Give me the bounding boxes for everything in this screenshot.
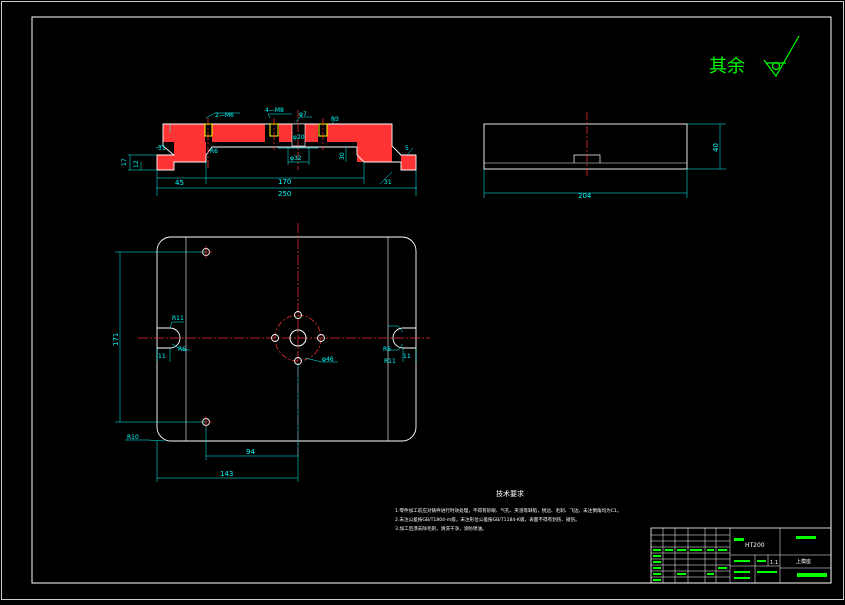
dim-11-right: 11	[403, 353, 411, 360]
dim-phi46: φ46	[322, 356, 334, 363]
dim-r11-left: R11	[172, 315, 184, 322]
dim-r10: R10	[127, 434, 139, 441]
dim-31-right: 31	[384, 179, 392, 186]
tech-line-3: 3.加工后须去除毛刺，清洗干净，涂防锈油。	[395, 525, 487, 532]
tech-line-2: 2.未注公差按GB/T1804-m级，未注形位公差按GB/T1184-K级，表面…	[395, 516, 580, 523]
dim-45: 45	[175, 179, 184, 187]
dim-r5: 5	[405, 145, 409, 152]
title-block: HT200 1:1 上模座	[650, 527, 832, 584]
dim-171: 171	[112, 333, 120, 346]
u-slot-right	[392, 327, 416, 349]
dim-250: 250	[278, 190, 291, 198]
technical-requirements: 技术要求 1.零件加工前应对铸件进行时效处理，不得有砂眼、气孔、夹渣等缺陷，锐边…	[395, 489, 621, 532]
side-outline	[483, 123, 688, 170]
dim-30: 30	[339, 152, 346, 160]
material-text: HT200	[745, 542, 765, 549]
front-outline	[156, 123, 417, 171]
dim-phi32: φ32	[290, 155, 302, 162]
bolt-hole-right	[317, 334, 325, 342]
dim-204: 204	[578, 192, 592, 200]
dim-4m8: 4—M8	[265, 107, 284, 114]
bolt-circle	[274, 314, 322, 362]
dim-r3: R3	[331, 116, 339, 123]
dim-40: 40	[712, 143, 720, 152]
dim-r6-left: R6	[178, 346, 186, 353]
side-view: 40 204	[483, 112, 726, 200]
bolt-hole-left	[271, 334, 279, 342]
roughness-symbol-icon	[763, 35, 800, 78]
dim-r6: R6	[210, 148, 218, 155]
dim-170: 170	[278, 178, 291, 186]
part-name-text: 上模座	[796, 558, 811, 565]
dim-94: 94	[246, 448, 255, 456]
dim-11-left: 11	[158, 353, 166, 360]
dim-31-left: 31	[158, 145, 166, 152]
scale-text: 1:1	[770, 560, 778, 566]
dim-phi7: φ7	[299, 111, 307, 118]
tech-line-1: 1.零件加工前应对铸件进行时效处理，不得有砂眼、气孔、夹渣等缺陷，锐边、毛刺、飞…	[395, 507, 621, 514]
inner-border	[31, 16, 832, 584]
roughness-note: 其余	[709, 35, 800, 78]
front-view: 2—M6 4—M8 φ7 φ32 φ20 R6 R3 17 12 30 45 1…	[121, 107, 417, 198]
center-bore	[291, 123, 306, 147]
dim-phi20: φ20	[293, 134, 305, 141]
dim-r6-right: R6	[383, 346, 391, 353]
top-view: 171 R11 R6 11 R11 R6 11 φ46 R10 94 143	[112, 223, 430, 482]
dim-12: 12	[133, 160, 140, 168]
tech-title: 技术要求	[496, 489, 524, 498]
dim-2m6: 2—M6	[215, 112, 234, 119]
bolt-hole-top	[294, 311, 302, 319]
dim-r11-right: R11	[384, 358, 396, 365]
dim-17: 17	[121, 158, 128, 166]
center-hole	[289, 329, 307, 347]
roughness-text: 其余	[709, 56, 745, 77]
top-outline	[156, 236, 417, 442]
dim-143: 143	[220, 470, 233, 478]
hole-m6-left	[204, 123, 213, 137]
front-section-hatch	[157, 124, 416, 170]
